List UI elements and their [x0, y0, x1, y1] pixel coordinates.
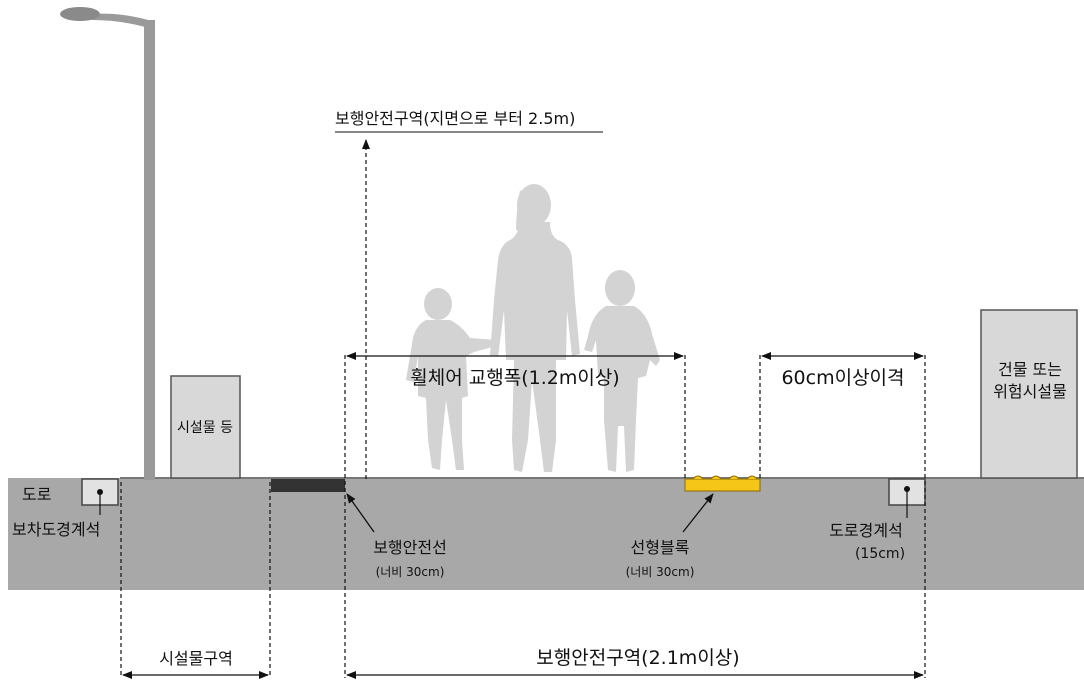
curb-pointer [97, 489, 103, 515]
building-label-line2: 위험시설물 [993, 382, 1067, 401]
safety-line-width-label: (너비 30cm) [376, 565, 445, 579]
safety-line-label: 보행안전선 [373, 538, 447, 557]
safety-line-strip [271, 479, 345, 492]
facility-box [170, 375, 241, 479]
wheelchair-width-label: 휠체어 교행폭(1.2m이상) [410, 367, 619, 389]
building-label-line1: 건물 또는 [998, 360, 1062, 379]
building-box [980, 309, 1078, 479]
safety-zone-width-label: 보행안전구역(2.1m이상) [536, 647, 739, 669]
linear-block-label: 선형블록 [631, 538, 690, 557]
facility-label: 시설물 등 [177, 420, 233, 436]
facility-zone-label: 시설물구역 [159, 649, 233, 668]
street-lamp-icon [60, 7, 155, 480]
tactile-linear-block [684, 475, 761, 492]
safety-zone-height-label: 보행안전구역(지면으로 부터 2.5m) [335, 109, 575, 128]
road-curb-height-label: (15cm) [855, 546, 905, 562]
linear-block-pointer [682, 493, 714, 533]
road-curb-pointer [904, 486, 910, 518]
clearance-label: 60cm이상이격 [781, 367, 904, 389]
family-silhouette-icon [406, 184, 660, 472]
road-curb-label: 도로경계석 [829, 521, 903, 540]
linear-block-width-label: (너비 30cm) [626, 565, 695, 579]
road-label: 도로 [22, 485, 51, 504]
safety-line-pointer [346, 493, 375, 533]
dashed-guide-lines [120, 355, 926, 678]
curb-between-label: 보차도경계석 [12, 520, 100, 539]
